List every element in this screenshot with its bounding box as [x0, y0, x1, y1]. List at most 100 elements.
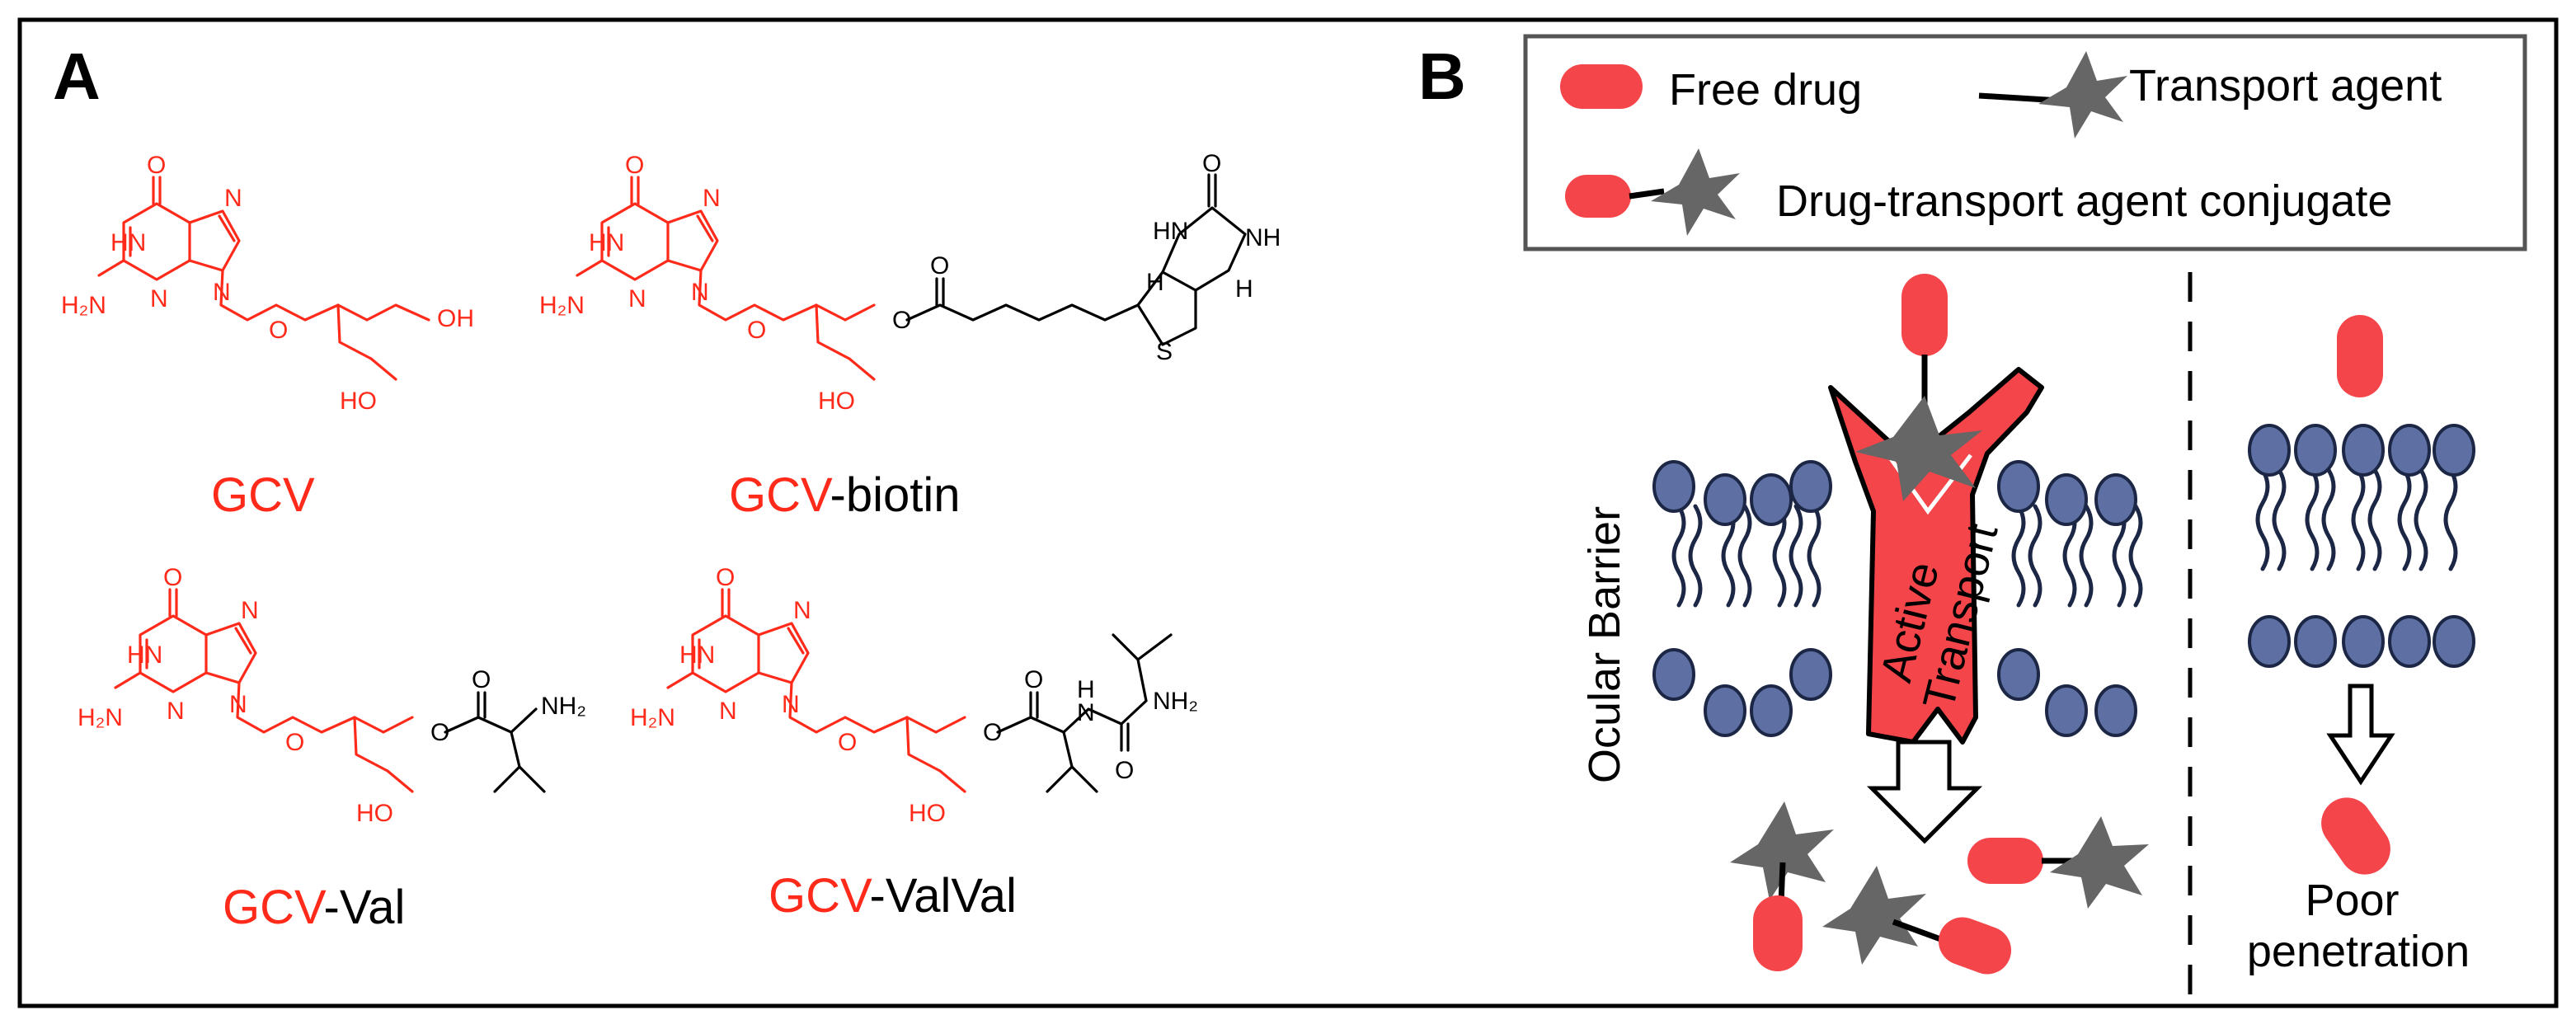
svg-text:O: O — [1024, 666, 1043, 693]
svg-text:O: O — [625, 152, 644, 179]
membrane-left — [1652, 460, 2143, 737]
lipid-column — [2094, 473, 2143, 737]
caption-gcv-valval: GCV-ValVal — [769, 869, 1017, 923]
molecule-gcv-valval: O HN N N N H₂N O HO O O H N O NH₂ — [630, 564, 1198, 827]
svg-text:H₂N: H₂N — [539, 292, 585, 319]
svg-text:H: H — [1235, 275, 1253, 303]
svg-text:S: S — [1156, 338, 1173, 365]
svg-text:N: N — [1077, 699, 1095, 726]
released-conjugate — [1822, 866, 2012, 975]
svg-text:O: O — [430, 719, 449, 746]
svg-text:N: N — [782, 691, 800, 718]
svg-text:N: N — [719, 698, 737, 725]
transporter-body — [1828, 367, 2044, 745]
svg-text:N: N — [241, 597, 259, 624]
incoming-drug — [1901, 274, 1948, 356]
panel-b: B Free drug Transport agent Drug-transpo… — [1418, 34, 2527, 998]
svg-text:N: N — [213, 279, 231, 306]
poor-penetration-arrow-icon — [2326, 684, 2395, 786]
svg-text:HO: HO — [909, 800, 946, 827]
svg-text:O: O — [716, 564, 735, 591]
lipid-column — [1789, 460, 1832, 701]
caption-gcv: GCV — [211, 468, 315, 522]
svg-text:HN: HN — [110, 229, 146, 256]
lipid-column — [1997, 460, 2042, 701]
svg-text:O: O — [472, 666, 491, 693]
legend-conjugate: Drug-transport agent conjugate — [1776, 176, 2392, 226]
lipid-column — [1750, 473, 1803, 737]
molecule-gcv-biotin: O HN N N N H₂N O HO O O HN NH O H H S — [539, 150, 1281, 415]
legend-box — [1523, 34, 2527, 251]
svg-text:H₂N: H₂N — [61, 292, 106, 319]
svg-text:H: H — [1146, 269, 1164, 296]
svg-text:OH: OH — [437, 305, 474, 332]
poor-penetration-label: Poor penetration — [2247, 876, 2470, 976]
svg-text:N: N — [167, 698, 185, 725]
caption-gcv-val: GCV-Val — [223, 881, 405, 934]
conjugate-drug-icon — [1565, 175, 1631, 218]
lipid-column — [2342, 424, 2385, 668]
released-conjugate — [1967, 816, 2149, 909]
svg-text:H₂N: H₂N — [630, 704, 675, 731]
svg-text:NH: NH — [1245, 224, 1281, 251]
svg-text:O: O — [1202, 150, 1221, 177]
ocular-barrier-label: Ocular Barrier — [1580, 506, 1629, 783]
svg-text:O: O — [269, 317, 288, 344]
svg-text:HO: HO — [356, 800, 393, 827]
svg-text:NH₂: NH₂ — [1153, 688, 1198, 715]
penetrated-drug — [2321, 797, 2390, 875]
lipid-column — [2433, 424, 2475, 668]
svg-text:N: N — [628, 285, 646, 312]
membrane-right — [2248, 424, 2475, 668]
svg-text:O: O — [892, 307, 911, 334]
svg-text:HO: HO — [340, 388, 377, 415]
svg-text:O: O — [163, 564, 182, 591]
svg-text:HN: HN — [127, 641, 162, 669]
legend-free-drug: Free drug — [1669, 65, 1862, 115]
svg-text:O: O — [747, 317, 766, 344]
legend-transport-agent: Transport agent — [2129, 61, 2442, 110]
lipid-column — [2294, 424, 2337, 668]
svg-text:O: O — [147, 152, 166, 179]
released-conjugate — [1730, 801, 1834, 971]
molecule-gcv: O HN N N N H₂N O OH HO — [61, 152, 474, 415]
svg-text:N: N — [703, 185, 721, 212]
svg-text:O: O — [930, 252, 949, 280]
svg-text:N: N — [150, 285, 168, 312]
conjugate-link-icon — [1629, 188, 1665, 200]
figure-frame — [17, 17, 2559, 1008]
svg-text:HN: HN — [1153, 218, 1188, 245]
lipid-column — [2388, 424, 2431, 668]
lipid-column — [2248, 424, 2291, 668]
svg-text:O: O — [285, 729, 304, 756]
svg-text:H: H — [1077, 676, 1095, 703]
svg-text:N: N — [793, 597, 811, 624]
molecule-gcv-val: O HN N N N H₂N O HO O O NH₂ — [78, 564, 586, 827]
lipid-column — [1652, 460, 1703, 701]
transport-arrow-icon — [1866, 740, 1983, 844]
svg-text:H₂N: H₂N — [78, 704, 123, 731]
conjugate-agent-icon — [1651, 148, 1740, 236]
lipid-column — [1704, 473, 1752, 737]
panel-letter-a: A — [53, 40, 101, 113]
panel-a: A O HN N N N H₂N O OH HO GCV — [53, 40, 1281, 934]
panel-letter-b: B — [1418, 40, 1466, 113]
svg-text:HN: HN — [589, 229, 624, 256]
bound-agent-icon — [1855, 396, 1982, 501]
free-drug-right — [2337, 315, 2383, 397]
svg-text:N: N — [224, 185, 242, 212]
svg-text:N: N — [691, 279, 709, 306]
svg-text:HO: HO — [818, 388, 855, 415]
svg-text:O: O — [838, 729, 857, 756]
svg-text:O: O — [1115, 757, 1134, 784]
caption-gcv-biotin: GCV-biotin — [729, 468, 960, 522]
svg-text:N: N — [229, 691, 247, 718]
transport-agent-icon — [2038, 51, 2127, 139]
legend: Free drug Transport agent Drug-transport… — [1523, 34, 2527, 251]
svg-text:O: O — [983, 719, 1002, 746]
lipid-column — [2045, 473, 2094, 737]
svg-text:HN: HN — [679, 641, 715, 669]
free-drug-icon — [1560, 64, 1643, 109]
svg-text:NH₂: NH₂ — [541, 693, 586, 720]
